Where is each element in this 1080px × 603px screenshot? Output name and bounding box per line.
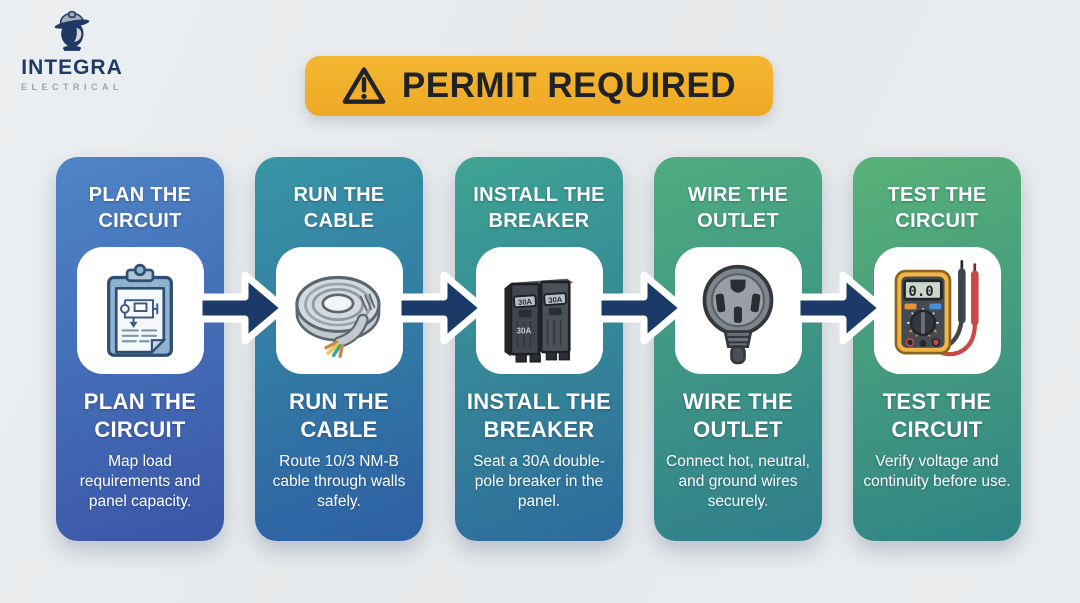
flow-arrow-1-icon xyxy=(196,271,288,345)
step-title: PLAN THE CIRCUIT xyxy=(83,389,197,442)
step-title: TEST THE CIRCUIT xyxy=(882,389,992,442)
breaker-toggle-right-label: 30A xyxy=(548,294,563,304)
step-icon-box xyxy=(76,247,204,374)
step-title: RUN THE CABLE xyxy=(289,389,389,442)
step-icon-box xyxy=(674,247,802,374)
step-title-top: WIRE THE OUTLET xyxy=(687,184,789,232)
step-title-top: PLAN THE CIRCUIT xyxy=(88,184,192,232)
step-description: Route 10/3 NM-B cable through walls safe… xyxy=(272,453,406,511)
step-card-wire-outlet: WIRE THE OUTLET WIRE THE OUTLET Connect … xyxy=(654,157,822,541)
step-description: Verify voltage and continuity before use… xyxy=(863,453,1011,491)
breaker-body-label: 30A xyxy=(516,326,531,335)
step-title: INSTALL THE BREAKER xyxy=(466,389,612,442)
breaker-toggle-left-label: 30A xyxy=(518,297,533,307)
clipboard-circuit-icon xyxy=(107,263,173,357)
flow-arrow-3-icon xyxy=(595,271,687,345)
logo-subtitle: ELECTRICAL xyxy=(21,82,123,92)
banner-label: PERMIT REQUIRED xyxy=(401,66,737,105)
step-icon-box: 0.0 xyxy=(873,247,1001,374)
company-logo: INTEGRA ELECTRICAL xyxy=(16,8,128,92)
step-card-install-breaker: INSTALL THE BREAKER 30A 30A 30A INSTALL … xyxy=(455,157,623,541)
step-card-test-circuit: TEST THE CIRCUIT 0.0 xyxy=(853,157,1021,541)
outlet-plug-icon xyxy=(702,264,774,364)
step-card-run-cable: RUN THE CABLE RUN THE CABLE Route 10/3 N… xyxy=(255,157,423,541)
flow-arrow-4-icon xyxy=(794,271,886,345)
logo-name: INTEGRA xyxy=(21,56,123,79)
multimeter-display: 0.0 xyxy=(908,283,933,299)
warning-triangle-icon xyxy=(342,67,386,104)
step-title-top: RUN THE CABLE xyxy=(293,184,385,232)
step-card-plan-circuit: PLAN THE CIRCUIT PLAN THE CIR xyxy=(56,157,224,541)
step-title-top: INSTALL THE BREAKER xyxy=(473,184,605,232)
multimeter-icon: 0.0 xyxy=(894,259,979,356)
step-icon-box: 30A 30A 30A xyxy=(475,247,603,374)
step-description: Connect hot, neutral, and ground wires s… xyxy=(666,453,810,511)
circuit-breaker-icon: 30A 30A 30A xyxy=(504,278,574,363)
step-title: WIRE THE OUTLET xyxy=(683,389,793,442)
permit-required-banner: PERMIT REQUIRED xyxy=(305,56,773,116)
electrician-mascot-icon xyxy=(54,11,90,51)
cable-coil-icon xyxy=(295,275,381,358)
step-icon-box xyxy=(275,247,403,374)
step-title-top: TEST THE CIRCUIT xyxy=(887,184,987,232)
flow-arrow-2-icon xyxy=(395,271,487,345)
step-description: Seat a 30A double-pole breaker in the pa… xyxy=(473,453,605,511)
step-description: Map load requirements and panel capacity… xyxy=(79,453,201,511)
